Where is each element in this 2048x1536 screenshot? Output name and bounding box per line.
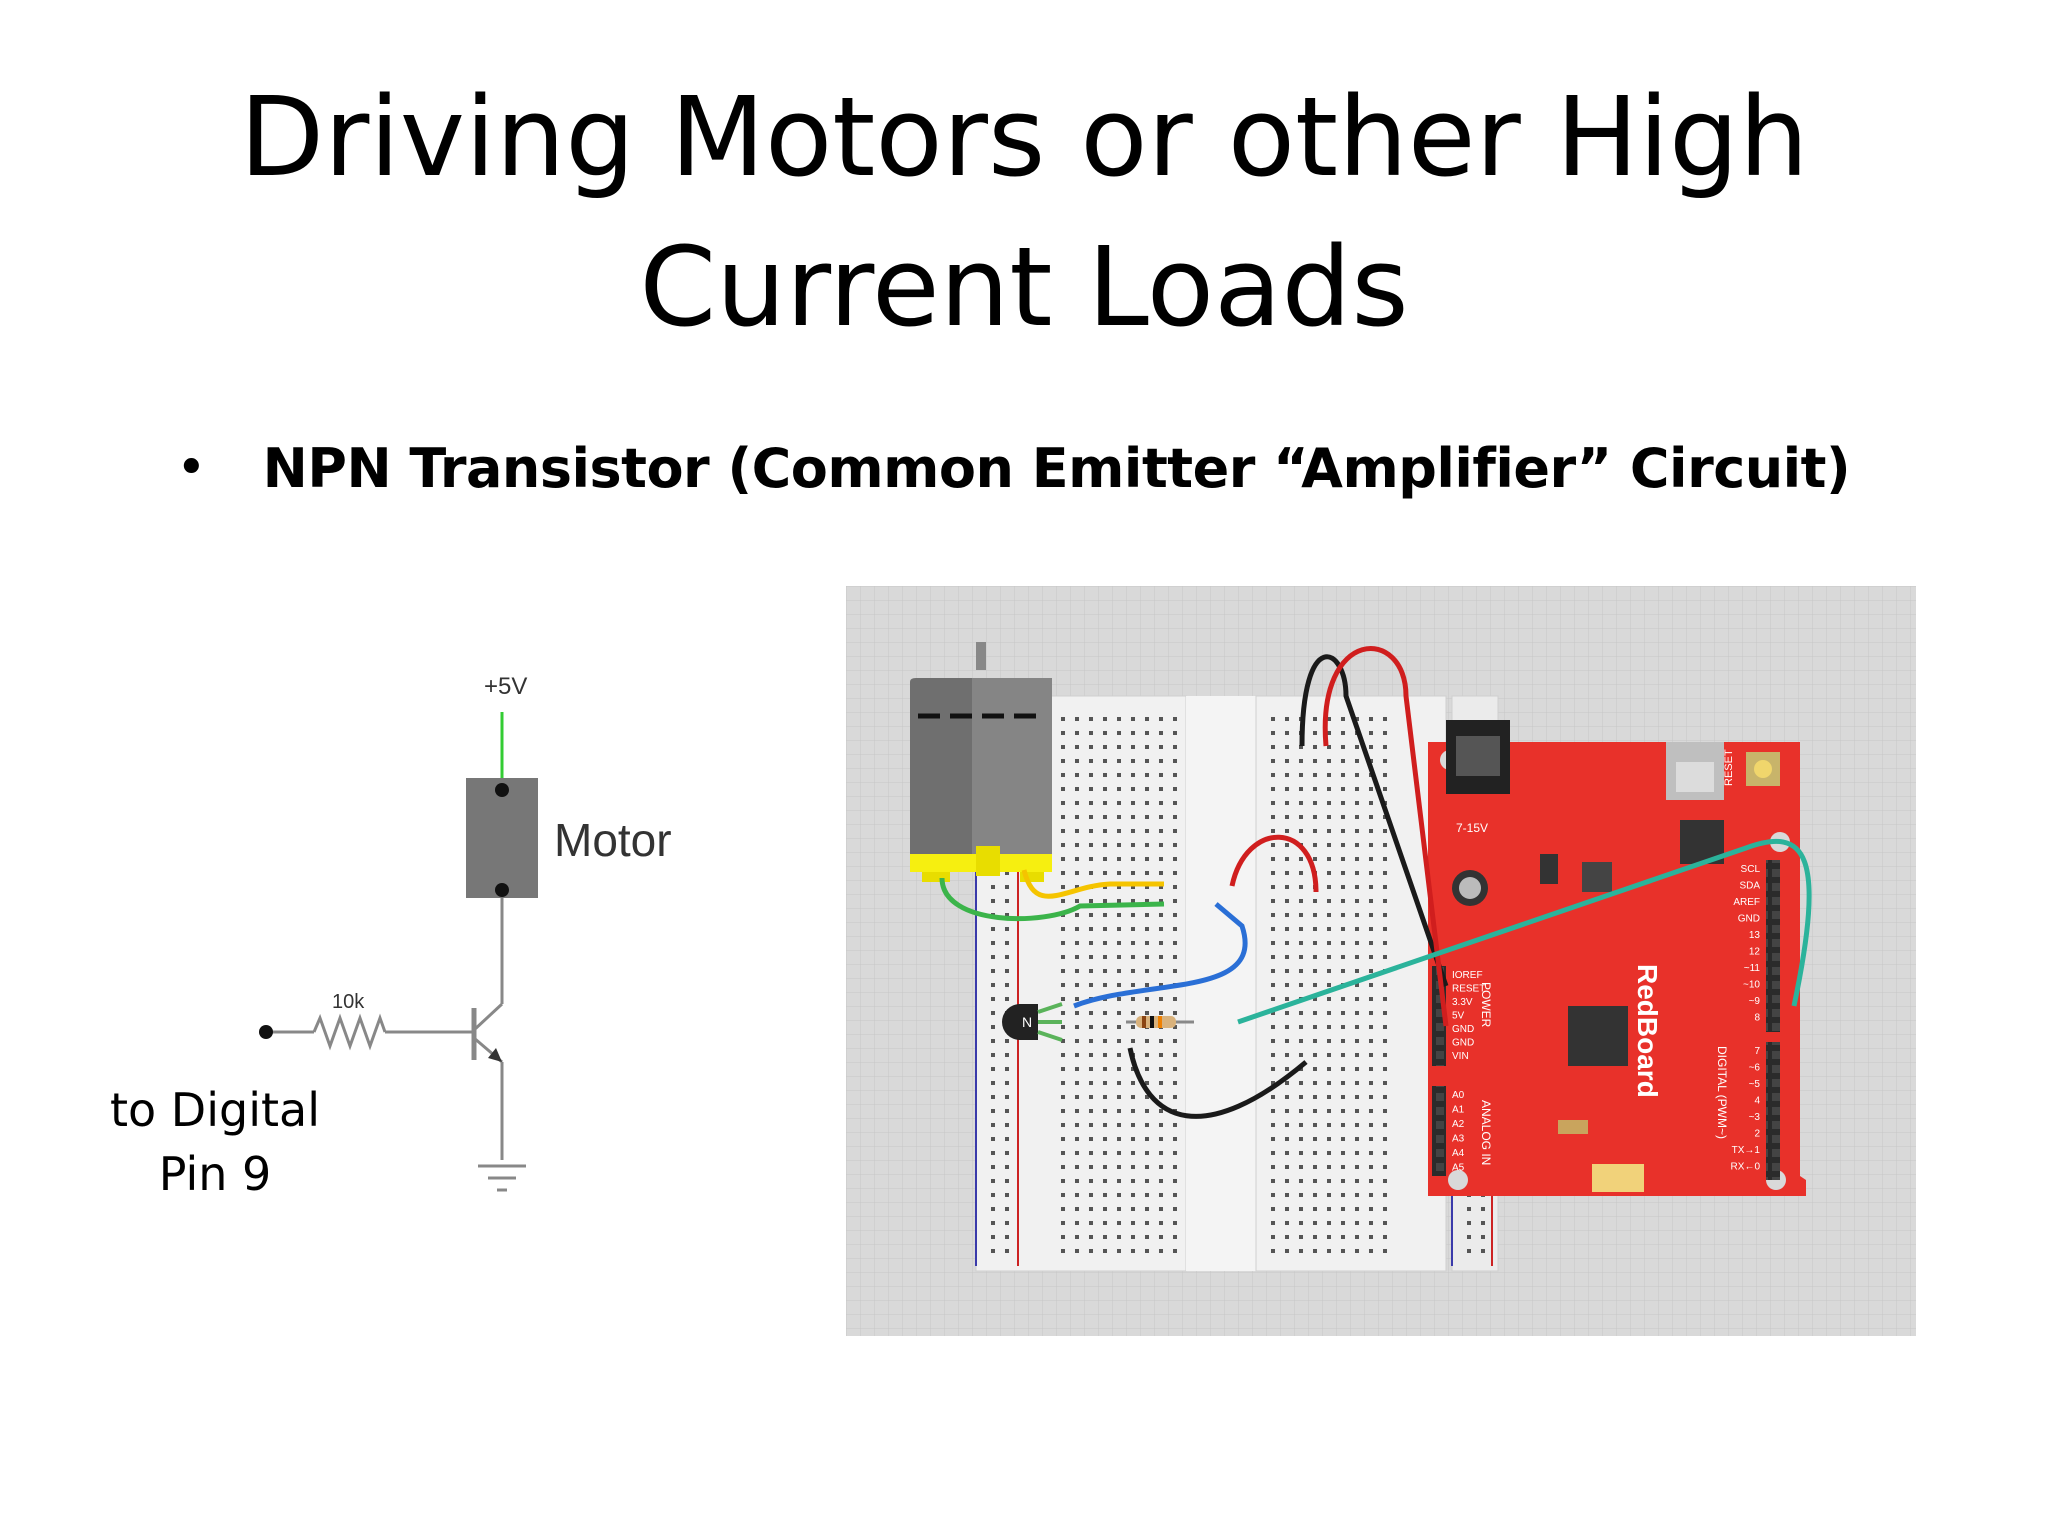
supply-label: +5V [484, 673, 527, 700]
input-caption-line-1: to Digital [110, 1083, 320, 1137]
digital-pin-label: SDA [1739, 881, 1760, 892]
analog-pin-label: A5 [1452, 1163, 1465, 1174]
digital-pin-label: TX→1 [1732, 1145, 1761, 1156]
power-header-label: POWER [1479, 982, 1493, 1028]
breadboard [975, 695, 1499, 1272]
ground-icon [478, 1164, 526, 1192]
reset-label: RESET [1723, 749, 1735, 786]
green-wire [939, 877, 1165, 921]
power-pin-label: RESET [1452, 984, 1485, 995]
digital-pin-label: ~9 [1749, 996, 1761, 1007]
digital-pin-label: ~11 [1744, 963, 1761, 974]
title-line-1: Driving Motors or other High [239, 73, 1809, 201]
brand-label: RedBoard [1632, 964, 1663, 1098]
motor-icon [910, 642, 1052, 882]
digital-pin-label: ~3 [1749, 1112, 1761, 1123]
power-pin-label: 5V [1452, 1011, 1465, 1022]
teal-wire [1237, 838, 1812, 1025]
digital-pin-label: 13 [1749, 930, 1761, 941]
power-pin-label: GND [1452, 1024, 1474, 1035]
bullet-dot-icon: • [176, 438, 207, 498]
digital-pin-label: 12 [1749, 947, 1761, 958]
digital-pin-label: 4 [1754, 1096, 1760, 1107]
analog-pin-label: A0 [1452, 1090, 1465, 1101]
bullet-text: NPN Transistor (Common Emitter “Amplifie… [262, 436, 1851, 500]
analog-header-label: ANALOG IN [1479, 1100, 1493, 1165]
jack-label: 7-15V [1456, 821, 1488, 835]
digital-pin-label: 7 [1754, 1046, 1760, 1057]
digital-pin-labels: SCL SDA AREF GND 13 12 ~11 ~10 ~9 8 7 ~6 ~5 4 ~3 2TX→1R… [1731, 864, 1761, 1173]
analog-pin-label: A3 [1452, 1134, 1465, 1145]
emitter-arrow-icon [488, 1048, 502, 1062]
analog-pin-label: A4 [1452, 1148, 1465, 1159]
digital-pin-label: RX←0 [1731, 1162, 1761, 1173]
red-wire-mid [1229, 834, 1319, 893]
transistor-marker: N [1022, 1014, 1032, 1030]
input-terminal-dot [259, 1025, 273, 1039]
digital-pin-label: 8 [1754, 1013, 1760, 1024]
motor-symbol [466, 778, 538, 898]
motor-label: Motor [554, 814, 672, 866]
blue-wire [1073, 902, 1248, 1009]
bullet-item: • NPN Transistor (Common Emitter “Amplif… [176, 428, 1851, 508]
black-wire-top [1299, 654, 1449, 987]
digital-pin-label: AREF [1733, 897, 1760, 908]
redboard: 7-15V RESET RedBoard POWER ANALOG IN DIG… [1428, 720, 1806, 1196]
power-pin-label: GND [1452, 1038, 1474, 1049]
input-caption: to Digital Pin 9 [100, 1078, 330, 1206]
black-wire-bottom [1127, 1047, 1308, 1119]
power-pin-label: 3.3V [1452, 997, 1473, 1008]
digital-pin-label: ~6 [1749, 1063, 1761, 1074]
breadboard-illustration: 7-15V RESET RedBoard POWER ANALOG IN DIG… [846, 586, 1916, 1336]
title-line-2: Current Loads [639, 223, 1409, 351]
power-pin-labels: IOREF RESET 3.3V 5V GND GND VIN [1452, 970, 1485, 1062]
resistor-label: 10k [332, 991, 365, 1013]
digital-header-label: DIGITAL (PWM~) [1715, 1046, 1729, 1139]
digital-pin-label: SCL [1741, 864, 1761, 875]
digital-pin-label: ~5 [1749, 1079, 1761, 1090]
power-pin-label: VIN [1452, 1051, 1469, 1062]
input-caption-line-2: Pin 9 [158, 1147, 272, 1201]
slide-title: Driving Motors or other High Current Loa… [0, 62, 2048, 362]
transistor-component: N [1002, 1002, 1063, 1042]
analog-pin-label: A1 [1452, 1105, 1465, 1116]
red-wire-top [1322, 646, 1449, 1027]
yellow-wire [1021, 869, 1164, 899]
resistor-component [1126, 1016, 1194, 1028]
power-pin-label: IOREF [1452, 970, 1483, 981]
digital-pin-label: 2 [1754, 1129, 1760, 1140]
digital-pin-label: ~10 [1743, 980, 1760, 991]
microcontroller-chip [1568, 1006, 1628, 1066]
digital-pin-label: GND [1738, 914, 1760, 925]
analog-pin-label: A2 [1452, 1119, 1465, 1130]
